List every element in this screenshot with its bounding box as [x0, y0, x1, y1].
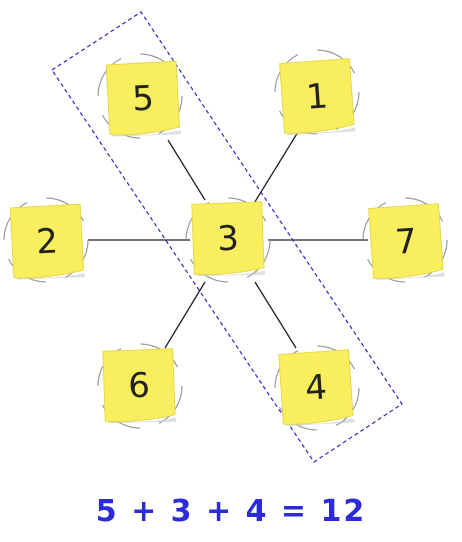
ring-top-right	[274, 49, 360, 135]
line-center-bottom-left	[164, 281, 206, 349]
note-paper	[279, 58, 355, 134]
note-paper	[9, 203, 84, 279]
note-label-center: 3	[217, 219, 240, 260]
ring-center	[185, 197, 271, 283]
sticky-note-center: 3	[191, 201, 266, 277]
ring-left	[3, 197, 89, 283]
note-paper	[102, 348, 176, 422]
ring-bottom-right	[274, 345, 360, 431]
sticky-notes: 3 5 1 2 7 6 4	[9, 58, 445, 427]
sticky-note-right: 7	[368, 203, 445, 281]
note-paper	[191, 201, 265, 275]
note-label-top-left: 5	[131, 78, 155, 119]
ring-bottom-left	[97, 343, 183, 429]
sticky-note-bottom-left: 6	[102, 348, 177, 424]
line-center-bottom-right	[254, 281, 297, 349]
sticky-note-top-right: 1	[279, 58, 356, 136]
note-paper	[368, 203, 444, 279]
equation: 5 + 3 + 4 = 12	[0, 494, 462, 529]
connector-lines	[88, 131, 368, 349]
equation-text: 5 + 3 + 4 = 12	[95, 494, 367, 529]
note-label-bottom-left: 6	[128, 366, 151, 407]
line-center-top-left	[167, 139, 206, 201]
sticky-note-left: 2	[9, 203, 85, 280]
ring-top-left	[97, 53, 183, 139]
node-rings	[3, 49, 448, 431]
note-paper	[278, 349, 354, 425]
note-paper	[105, 60, 180, 136]
note-label-right: 7	[394, 221, 418, 262]
ring-right	[362, 197, 448, 283]
note-label-left: 2	[35, 221, 59, 262]
line-center-top-right	[252, 131, 299, 206]
sticky-note-bottom-right: 4	[278, 349, 355, 427]
note-label-bottom-right: 4	[304, 367, 328, 408]
sticky-note-top-left: 5	[105, 60, 181, 137]
note-label-top-right: 1	[305, 76, 329, 117]
highlight-box	[51, 11, 403, 463]
